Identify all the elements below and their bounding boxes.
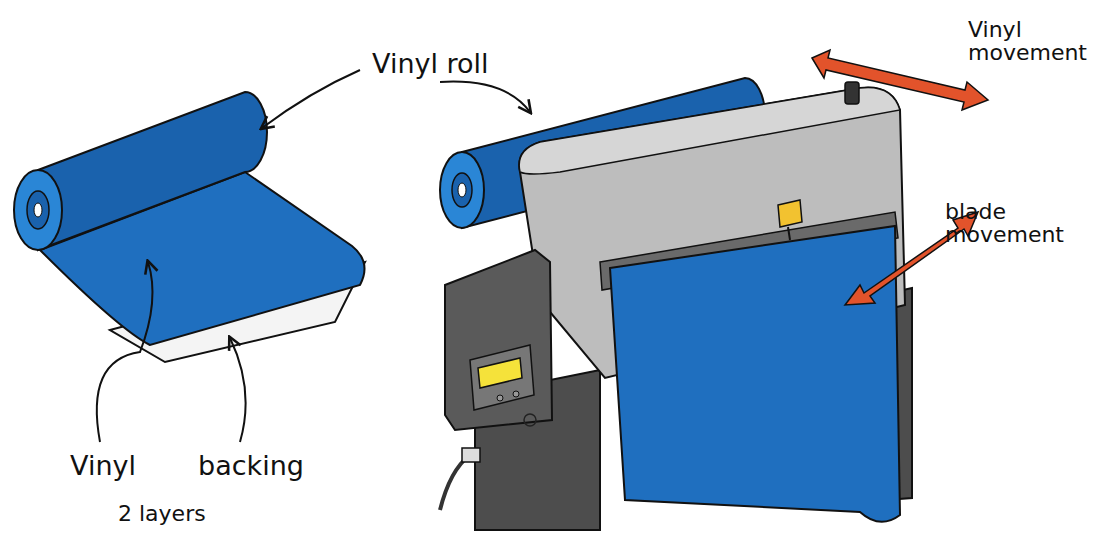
motion-label: blade movement: [945, 200, 1085, 246]
note-label: 2 layers: [118, 502, 206, 525]
layer-label: backing: [198, 452, 304, 480]
layer-label: Vinyl: [70, 452, 136, 480]
part-label: Vinyl roll: [372, 50, 489, 78]
motion-label: Vinyl movement: [968, 18, 1088, 64]
